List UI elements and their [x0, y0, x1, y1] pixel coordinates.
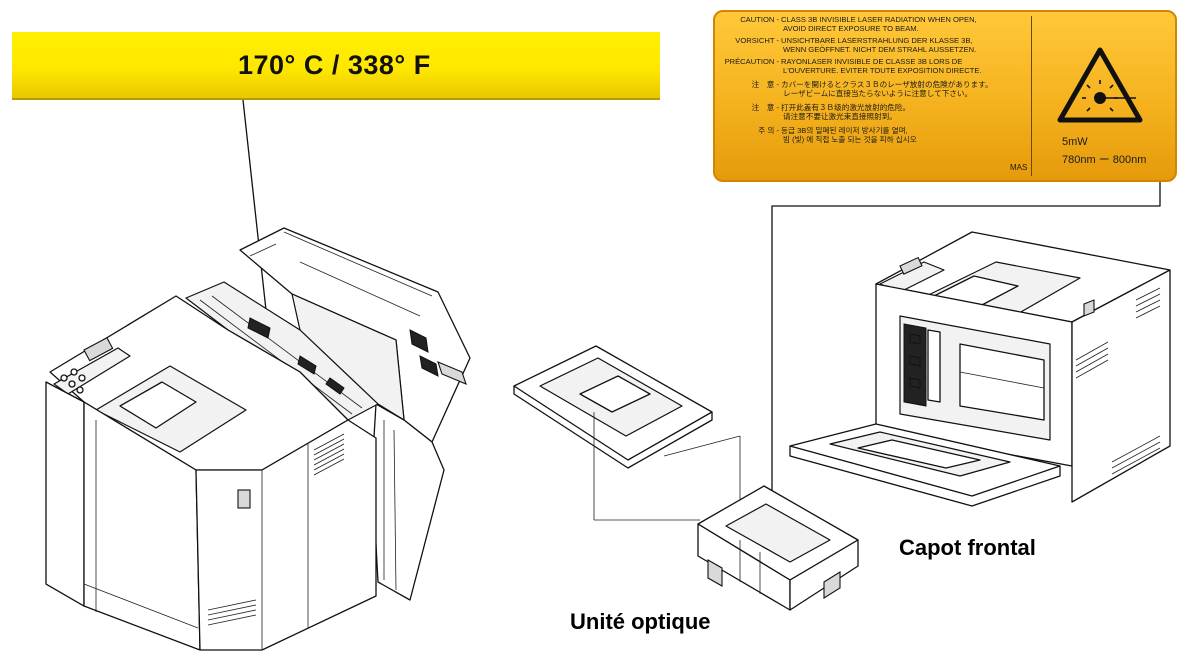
- laser-line-text: UNSICHTBARE LASERSTRAHLUNG DER KLASSE 3B…: [781, 36, 973, 45]
- laser-line-text: 등급 3B의 밀폐된 레이저 방사기를 열며,: [781, 126, 908, 135]
- laser-line-key: VORSICHT -: [735, 36, 779, 45]
- laser-line-text: 打开此盖有３Ｂ级的激光放射的危险。: [781, 103, 911, 112]
- laser-line-text: レーザビームに直接当たらないように注意して下さい。: [783, 89, 973, 98]
- laser-line-text: カバーを開けるとクラス３Ｂのレーザ放射の危険があります。: [781, 80, 993, 89]
- laser-warning-text-block: CAUTION - CLASS 3B INVISIBLE LASER RADIA…: [721, 16, 1033, 178]
- laser-line-key: CAUTION -: [740, 15, 779, 24]
- laser-line-text: RAYONLASER INVISIBLE DE CLASSE 3B LORS D…: [781, 57, 963, 66]
- laser-line-text: CLASS 3B INVISIBLE LASER RADIATION WHEN …: [781, 15, 977, 24]
- laser-line-text: 빔 (빛) 에 직접 노출 되는 것을 피하 십시오: [783, 135, 917, 144]
- left-printer-open: [45, 227, 471, 651]
- laser-manufacturer-mark: MAS: [1010, 163, 1028, 172]
- heat-temperature-text: 170° C / 338° F: [238, 50, 431, 80]
- laser-line-text: AVOID DIRECT EXPOSURE TO BEAM.: [783, 24, 919, 33]
- laser-line-key: 注 意 -: [751, 80, 779, 89]
- front-cover-caption: Capot frontal: [899, 535, 1036, 560]
- laser-line-key: 주 의 -: [758, 126, 779, 135]
- heat-warning-label: [12, 32, 660, 100]
- laser-line-text: WENN GEÖFFNET. NICHT DEM STRAHL AUSSETZE…: [783, 45, 977, 54]
- laser-line-key: 注 意 -: [751, 103, 779, 112]
- optical-unit-caption: Unité optique: [570, 609, 711, 634]
- laser-line-text: 请注意不要让激光束直接照射到。: [783, 112, 897, 121]
- laser-label-divider: [1031, 16, 1032, 176]
- laser-line-key: PRÉCAUTION -: [724, 57, 779, 66]
- laser-power-text: 5mW: [1062, 136, 1088, 148]
- laser-wavelength-text: 780nm ー 800nm: [1062, 154, 1147, 166]
- laser-line-text: L'OUVERTURE. EVITER TOUTE EXPOSITION DIR…: [783, 66, 982, 75]
- right-printer-front-open: [789, 231, 1171, 507]
- optical-unit-exploded: [513, 345, 859, 611]
